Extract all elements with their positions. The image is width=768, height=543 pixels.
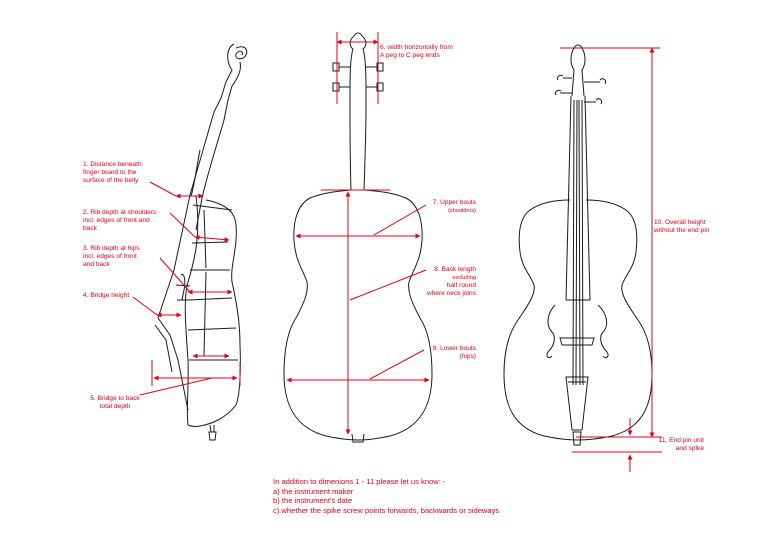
label-2-line-3: back [83,225,97,232]
label-8-line-1: 8. Back length [434,266,476,273]
label-11-line-1: 11. End pin unit [658,437,704,444]
notes-intro: In addition to dimenions 1 - 11 please l… [273,477,446,486]
cello-front-view [503,44,653,446]
label-1-line-3: surface of the belly [83,177,139,184]
label-8-line-4: where neck joins [426,290,476,297]
label-6-line-2: A peg to C peg ends [380,52,440,59]
leader-2 [169,212,196,238]
label-2: 2. Rib depth at shoulders incl. edges of… [83,209,156,233]
label-6-line-1: 6. width horizontally from [380,44,453,51]
label-3: 3. Rib depth at hips incl. edges of fron… [83,245,140,269]
label-3-line-2: incl. edges of front [83,253,137,260]
front-view-annotations [560,47,662,472]
label-2-line-1: 2. Rib depth at shoulders [83,209,157,216]
label-9-line-2: (hips) [459,353,477,360]
additional-info-notes: In addition to dimenions 1 - 11 please l… [273,477,499,516]
label-7-line-1: 7. Upper bouts [432,199,476,206]
label-3-line-1: 3. Rib depth at hips [83,245,140,252]
notes-item-c: c) whether the spike screw points forwar… [273,506,500,516]
notes-item-a: a) the instrument maker [273,486,354,496]
label-11-line-2: and spike [675,445,704,452]
label-4-line-1: 4. Bridge height [83,292,130,299]
leader-8 [349,269,427,301]
label-1-line-1: 1. Distance beneath [83,161,142,168]
leader-1 [149,181,177,197]
label-10-line-1: 10. Overall height [654,219,706,226]
label-1-line-2: finger board to the [83,169,137,176]
leader-9 [369,349,425,380]
label-8-line-3: half round [446,282,476,289]
label-1: 1. Distance beneath finger board to the … [83,161,142,185]
label-2-line-2: incl. edges of front and [83,217,150,224]
label-5-line-1: 5. Bridge to back [90,395,140,402]
label-11: 11. End pin unit and spike [640,437,704,453]
leader-7 [373,204,427,236]
label-10-line-2: without the end pin [654,227,710,234]
leader-3 [159,257,191,293]
label-4: 4. Bridge height [83,292,129,300]
label-5-line-2: total depth [99,403,131,410]
dimension-2-arrow [194,234,230,243]
label-7: 7. Upper bouts (shoulders) [410,199,476,215]
label-9-line-1: 9. Lower bouts [432,345,476,352]
label-6: 6. width horizontally from A peg to C pe… [380,44,453,60]
cello-back-view [283,32,433,443]
back-view-annotations [286,32,430,435]
label-5: 5. Bridge to back total depth [80,395,150,411]
label-8: 8. Back length excluding half round wher… [410,266,476,298]
label-10: 10. Overall height without the end pin [654,219,709,235]
label-9: 9. Lower bouts (hips) [410,345,476,361]
side-view-annotations [132,181,241,396]
label-8-line-2: excluding [452,275,476,281]
notes-item-b: b) the instrument's date [273,496,353,506]
leader-4 [132,296,158,316]
leader-5 [139,377,213,396]
label-3-line-3: and back [83,261,110,268]
label-7-line-2: (shoulders) [448,208,476,214]
